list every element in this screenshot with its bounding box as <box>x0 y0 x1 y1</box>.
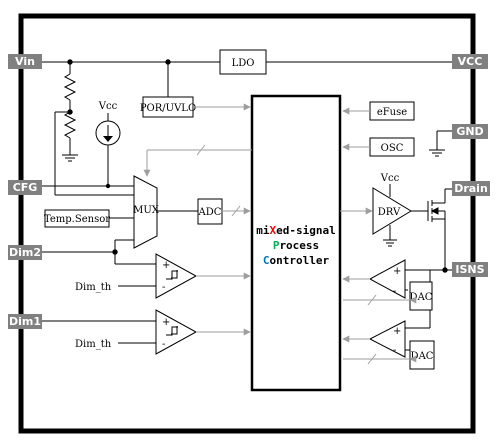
mosfet <box>411 188 452 273</box>
pin-vin: Vin <box>8 54 42 69</box>
svg-text:DAC: DAC <box>411 351 434 362</box>
adc-block: ADC <box>197 198 251 225</box>
svg-text:LDO: LDO <box>232 58 255 69</box>
efuse-block: eFuse <box>342 101 415 121</box>
mux-block: MUX <box>133 175 160 249</box>
pin-gnd: GND <box>452 124 488 139</box>
svg-text:Vin: Vin <box>15 55 35 68</box>
svg-text:DRV: DRV <box>378 207 401 218</box>
chip-outline <box>18 13 476 434</box>
dim2-wire <box>42 239 156 265</box>
svg-text:DAC: DAC <box>410 292 433 303</box>
svg-text:eFuse: eFuse <box>377 107 407 118</box>
svg-text:Dim1: Dim1 <box>9 315 41 328</box>
osc-block: OSC <box>342 137 415 157</box>
svg-text:Vcc: Vcc <box>380 173 400 184</box>
svg-text:Controller: Controller <box>263 254 330 267</box>
isns-amp-2: + - <box>342 320 410 358</box>
svg-text:-: - <box>393 345 396 356</box>
svg-text:+: + <box>393 326 401 337</box>
comparator-dim2: + - Dim_th <box>75 253 251 299</box>
svg-text:VCC: VCC <box>458 55 483 68</box>
svg-text:ISNS: ISNS <box>455 263 484 276</box>
pin-dim2: Dim2 <box>8 245 42 260</box>
svg-text:miXed-signal: miXed-signal <box>256 224 335 237</box>
current-source: Vcc <box>95 101 121 189</box>
svg-text:+: + <box>162 317 170 328</box>
svg-text:ADC: ADC <box>198 207 222 218</box>
svg-text:+: + <box>162 260 170 271</box>
svg-text:Dim_th: Dim_th <box>75 339 112 350</box>
svg-text:-: - <box>162 339 165 350</box>
pin-drain: Drain <box>452 181 490 196</box>
pin-dim1: Dim1 <box>8 314 42 329</box>
por-uvlo-block: POR/UVLO <box>140 96 251 118</box>
pin-cfg: CFG <box>8 180 42 195</box>
svg-text:Temp.Sensor: Temp.Sensor <box>44 214 110 225</box>
process-controller: miXed-signal Process Controller <box>250 94 342 392</box>
svg-text:Dim2: Dim2 <box>9 246 41 259</box>
pin-isns: ISNS <box>452 262 488 277</box>
drv-block: DRV Vcc <box>340 173 412 247</box>
svg-text:GND: GND <box>456 125 483 138</box>
mux-select-bus <box>143 144 252 177</box>
svg-text:-: - <box>393 286 396 297</box>
temp-sensor-block: Temp.Sensor <box>44 209 134 228</box>
comparator-dim1: + - Dim_th <box>75 309 251 355</box>
svg-text:+: + <box>393 266 401 277</box>
vin-rail <box>42 59 452 97</box>
svg-text:-: - <box>162 282 165 293</box>
svg-text:MUX: MUX <box>133 205 160 216</box>
svg-text:Dim_th: Dim_th <box>75 282 112 293</box>
svg-text:POR/UVLO: POR/UVLO <box>140 103 196 114</box>
svg-text:OSC: OSC <box>381 143 404 154</box>
gnd-symbol <box>429 130 452 157</box>
dac-block-1: DAC <box>343 281 433 311</box>
isns-amp-1: + - <box>342 259 408 299</box>
ldo-block: LDO <box>219 49 267 75</box>
resistor-divider <box>54 62 134 196</box>
pin-vcc: VCC <box>452 54 488 69</box>
dac-block-2: DAC <box>343 340 435 370</box>
svg-text:Drain: Drain <box>454 182 488 195</box>
svg-text:Vcc: Vcc <box>98 101 118 112</box>
svg-text:Process: Process <box>273 239 319 252</box>
svg-text:CFG: CFG <box>13 181 38 194</box>
